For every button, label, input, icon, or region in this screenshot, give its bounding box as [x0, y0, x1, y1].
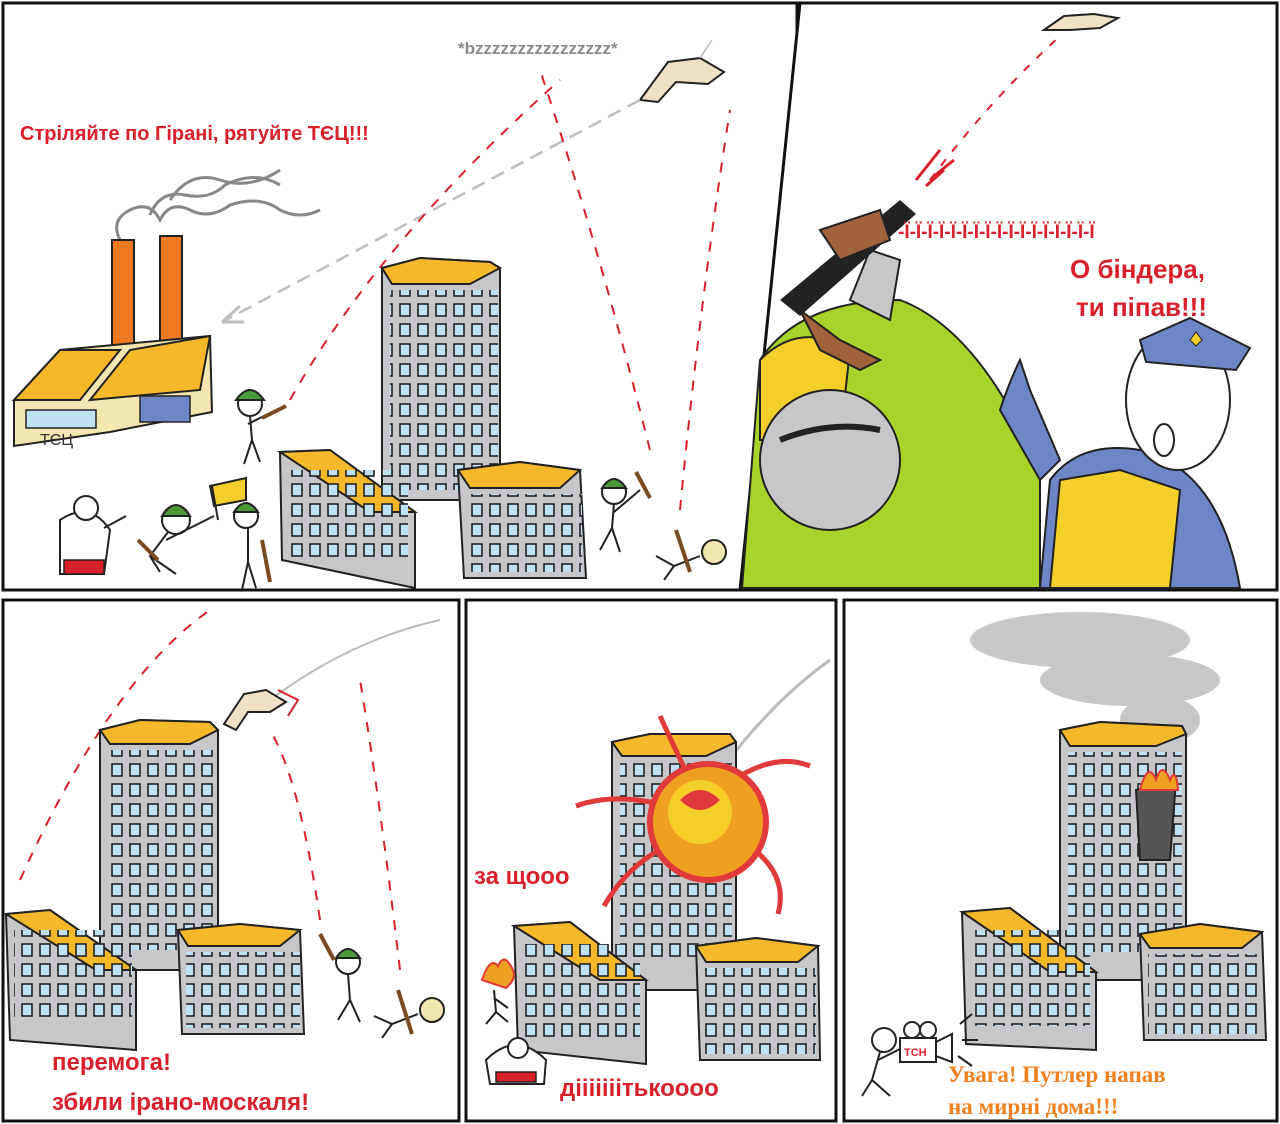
cheer-line-2: збили ірано-москаля! [52, 1089, 309, 1116]
panel-1: ТЄЦ [1, 1, 799, 592]
soldier-figure-fallen [655, 529, 727, 581]
plant-sign: ТЄЦ [40, 432, 73, 449]
power-plant [11, 334, 214, 448]
sound-effect: *bzzzzzzzzzzzzzzzz* [458, 39, 618, 58]
explosion [575, 714, 811, 915]
building-low-left [959, 906, 1100, 1052]
building-tall [1058, 720, 1188, 981]
panel-2: -Ї-Ї-Ї-Ї-Ї-Ї-Ї-Ї-Ї-Ї-Ї-Ї-Ї-Ї-Ї-Ї-Ї О бін… [738, 1, 1279, 592]
chimney [111, 239, 135, 351]
soldier-figure [318, 933, 362, 1023]
chimney [159, 235, 183, 347]
drone-trail [269, 619, 441, 701]
speech-line-1: О біндера, [1070, 254, 1205, 284]
rifle-icon [780, 200, 916, 372]
soldier-figure [136, 504, 215, 575]
building-low-right [456, 460, 588, 579]
muzzle-flash [914, 149, 955, 188]
building-low-right [1138, 922, 1268, 1041]
building-low-right [694, 936, 822, 1061]
news-line-1: Увага! Путлер напав [948, 1062, 1166, 1087]
building-low-left [2, 908, 140, 1052]
soldier-figure [599, 471, 652, 553]
soldier-figure-fallen [373, 989, 445, 1039]
building-low-right [176, 922, 306, 1035]
tracer-fire [289, 69, 731, 511]
tracer-fire [19, 609, 401, 971]
cheer-line-1: перемога! [52, 1049, 171, 1076]
building-low-left [276, 448, 419, 590]
grandma-figure [484, 1037, 548, 1085]
building-low-left [510, 920, 649, 1066]
drone-icon [638, 39, 726, 104]
camera-label: ТСН [904, 1047, 927, 1059]
soldier-figure [234, 389, 287, 465]
drone-icon [1040, 12, 1121, 31]
burning-figure [480, 958, 515, 1025]
panel-5: ТСН Увага! Путлер напав на мирні дома!!! [842, 598, 1279, 1123]
drone-icon [222, 688, 300, 732]
building-tall [98, 718, 220, 971]
policeman-figure [998, 316, 1252, 589]
cameraman-figure [861, 1027, 903, 1097]
speech-line-2: ти піпав!!! [1076, 292, 1207, 322]
soldier-figure [232, 502, 272, 591]
tracer-fire [929, 35, 1061, 181]
panel-3: перемога! збили ірано-москаля! [1, 598, 461, 1123]
smoke-cloud [115, 168, 321, 241]
news-line-2: на мирні дома!!! [948, 1094, 1118, 1119]
flag-icon [208, 476, 247, 521]
cry-caption: дііііііітькоооо [560, 1075, 719, 1102]
question-caption: за щооо [474, 863, 570, 890]
drone-trail [221, 98, 641, 324]
grandma-figure [59, 495, 127, 575]
scream-caption: -Ї-Ї-Ї-Ї-Ї-Ї-Ї-Ї-Ї-Ї-Ї-Ї-Ї-Ї-Ї-Ї-Ї [898, 222, 1095, 243]
shout-caption: Стріляйте по Гірані, рятуйте ТЄЦ!!! [20, 123, 369, 145]
video-camera-icon [899, 1013, 978, 1067]
panel-4: за щооо дііііііітькоооо [464, 598, 838, 1123]
building-tall [380, 256, 503, 501]
arrow-head-icon [221, 304, 244, 324]
